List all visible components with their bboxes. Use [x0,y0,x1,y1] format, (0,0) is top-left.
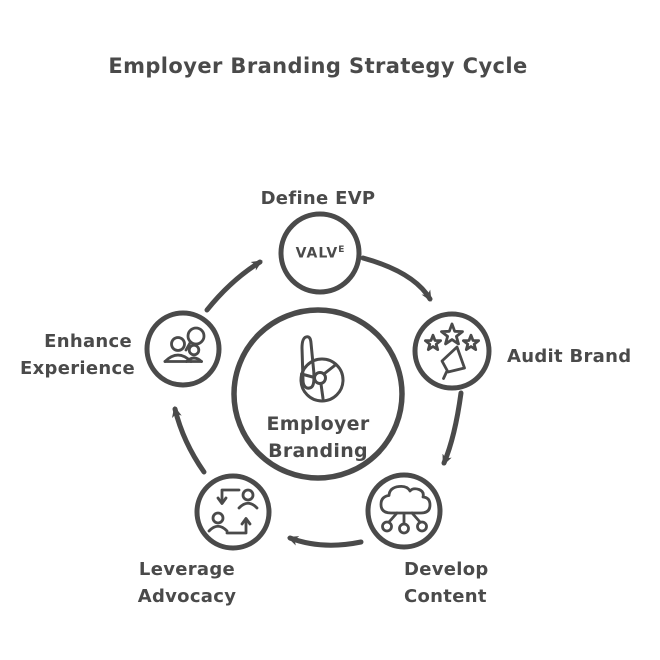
arrow-develop-to-leverage [287,535,364,548]
label-develop-content: Develop Content [404,559,489,607]
label-define-evp: Define EVP [260,188,376,209]
node-circle-leverage-advocacy [194,473,272,551]
node-circle-develop-content [365,472,443,550]
center-hub-circle [231,307,405,481]
people-exchange-icon [207,488,259,535]
label-audit-brand: Audit Brand [507,346,632,367]
label-leverage-advocacy: Leverage Advocacy [137,559,237,607]
valve-sup: E [338,245,345,255]
cycle-arrows [172,255,464,548]
arrow-leverage-to-enhance [172,406,207,475]
node-circle-enhance-experience [144,310,222,388]
arrow-define-to-audit [360,255,433,302]
arrow-enhance-to-define [204,259,263,313]
label-enhance-experience: Enhance Experience [20,331,135,379]
valve-text: VALV [295,245,339,262]
people-search-icon [163,326,206,363]
node-circle-audit-brand [412,311,492,391]
cloud-network-icon [379,484,432,535]
diagram-title: Employer Branding Strategy Cycle [108,54,528,78]
b-wheel-logo-icon [299,335,345,403]
arrow-audit-to-develop [441,390,464,466]
stars-megaphone-icon [424,322,480,380]
valve-value-icon: VALVE [296,245,345,262]
label-center-employer-branding: Employer Branding [266,413,370,462]
node-circle-define-evp [278,211,362,295]
